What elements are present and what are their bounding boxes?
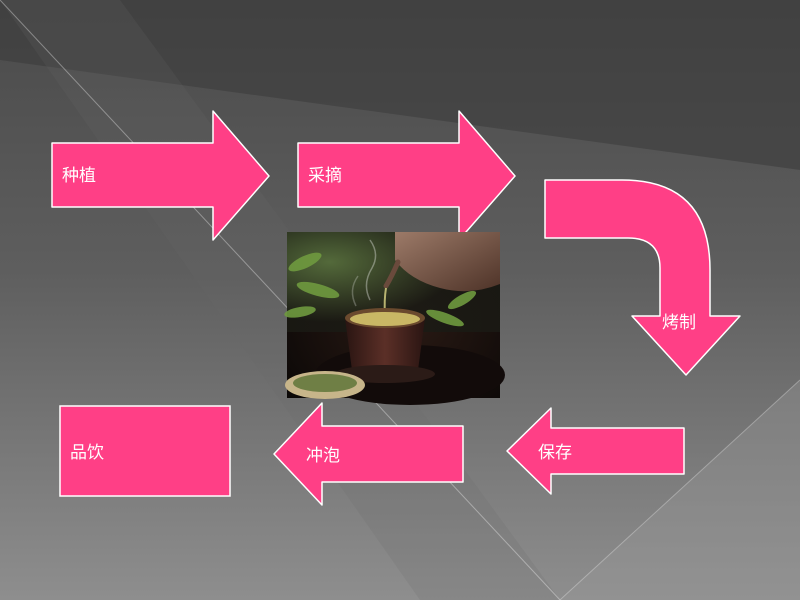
step-label-tasting: 品饮 [70, 443, 104, 463]
step-label-roasting: 烤制 [662, 313, 696, 333]
step-label-storing: 保存 [538, 443, 572, 463]
step-label-brewing: 冲泡 [306, 446, 340, 466]
arrow-shape-step-4 [506, 407, 685, 495]
arrow-shape-step-2 [297, 110, 516, 241]
arrow-shape-step-5 [273, 402, 464, 506]
step-label-picking: 采摘 [308, 166, 342, 186]
step-label-planting: 种植 [62, 166, 96, 186]
tea-photo [284, 232, 505, 405]
arrow-shape-step-3 [544, 179, 741, 376]
box-shape-step-6 [59, 405, 231, 497]
arrow-shape-step-1 [51, 110, 270, 241]
leaf-decoration [284, 252, 477, 327]
